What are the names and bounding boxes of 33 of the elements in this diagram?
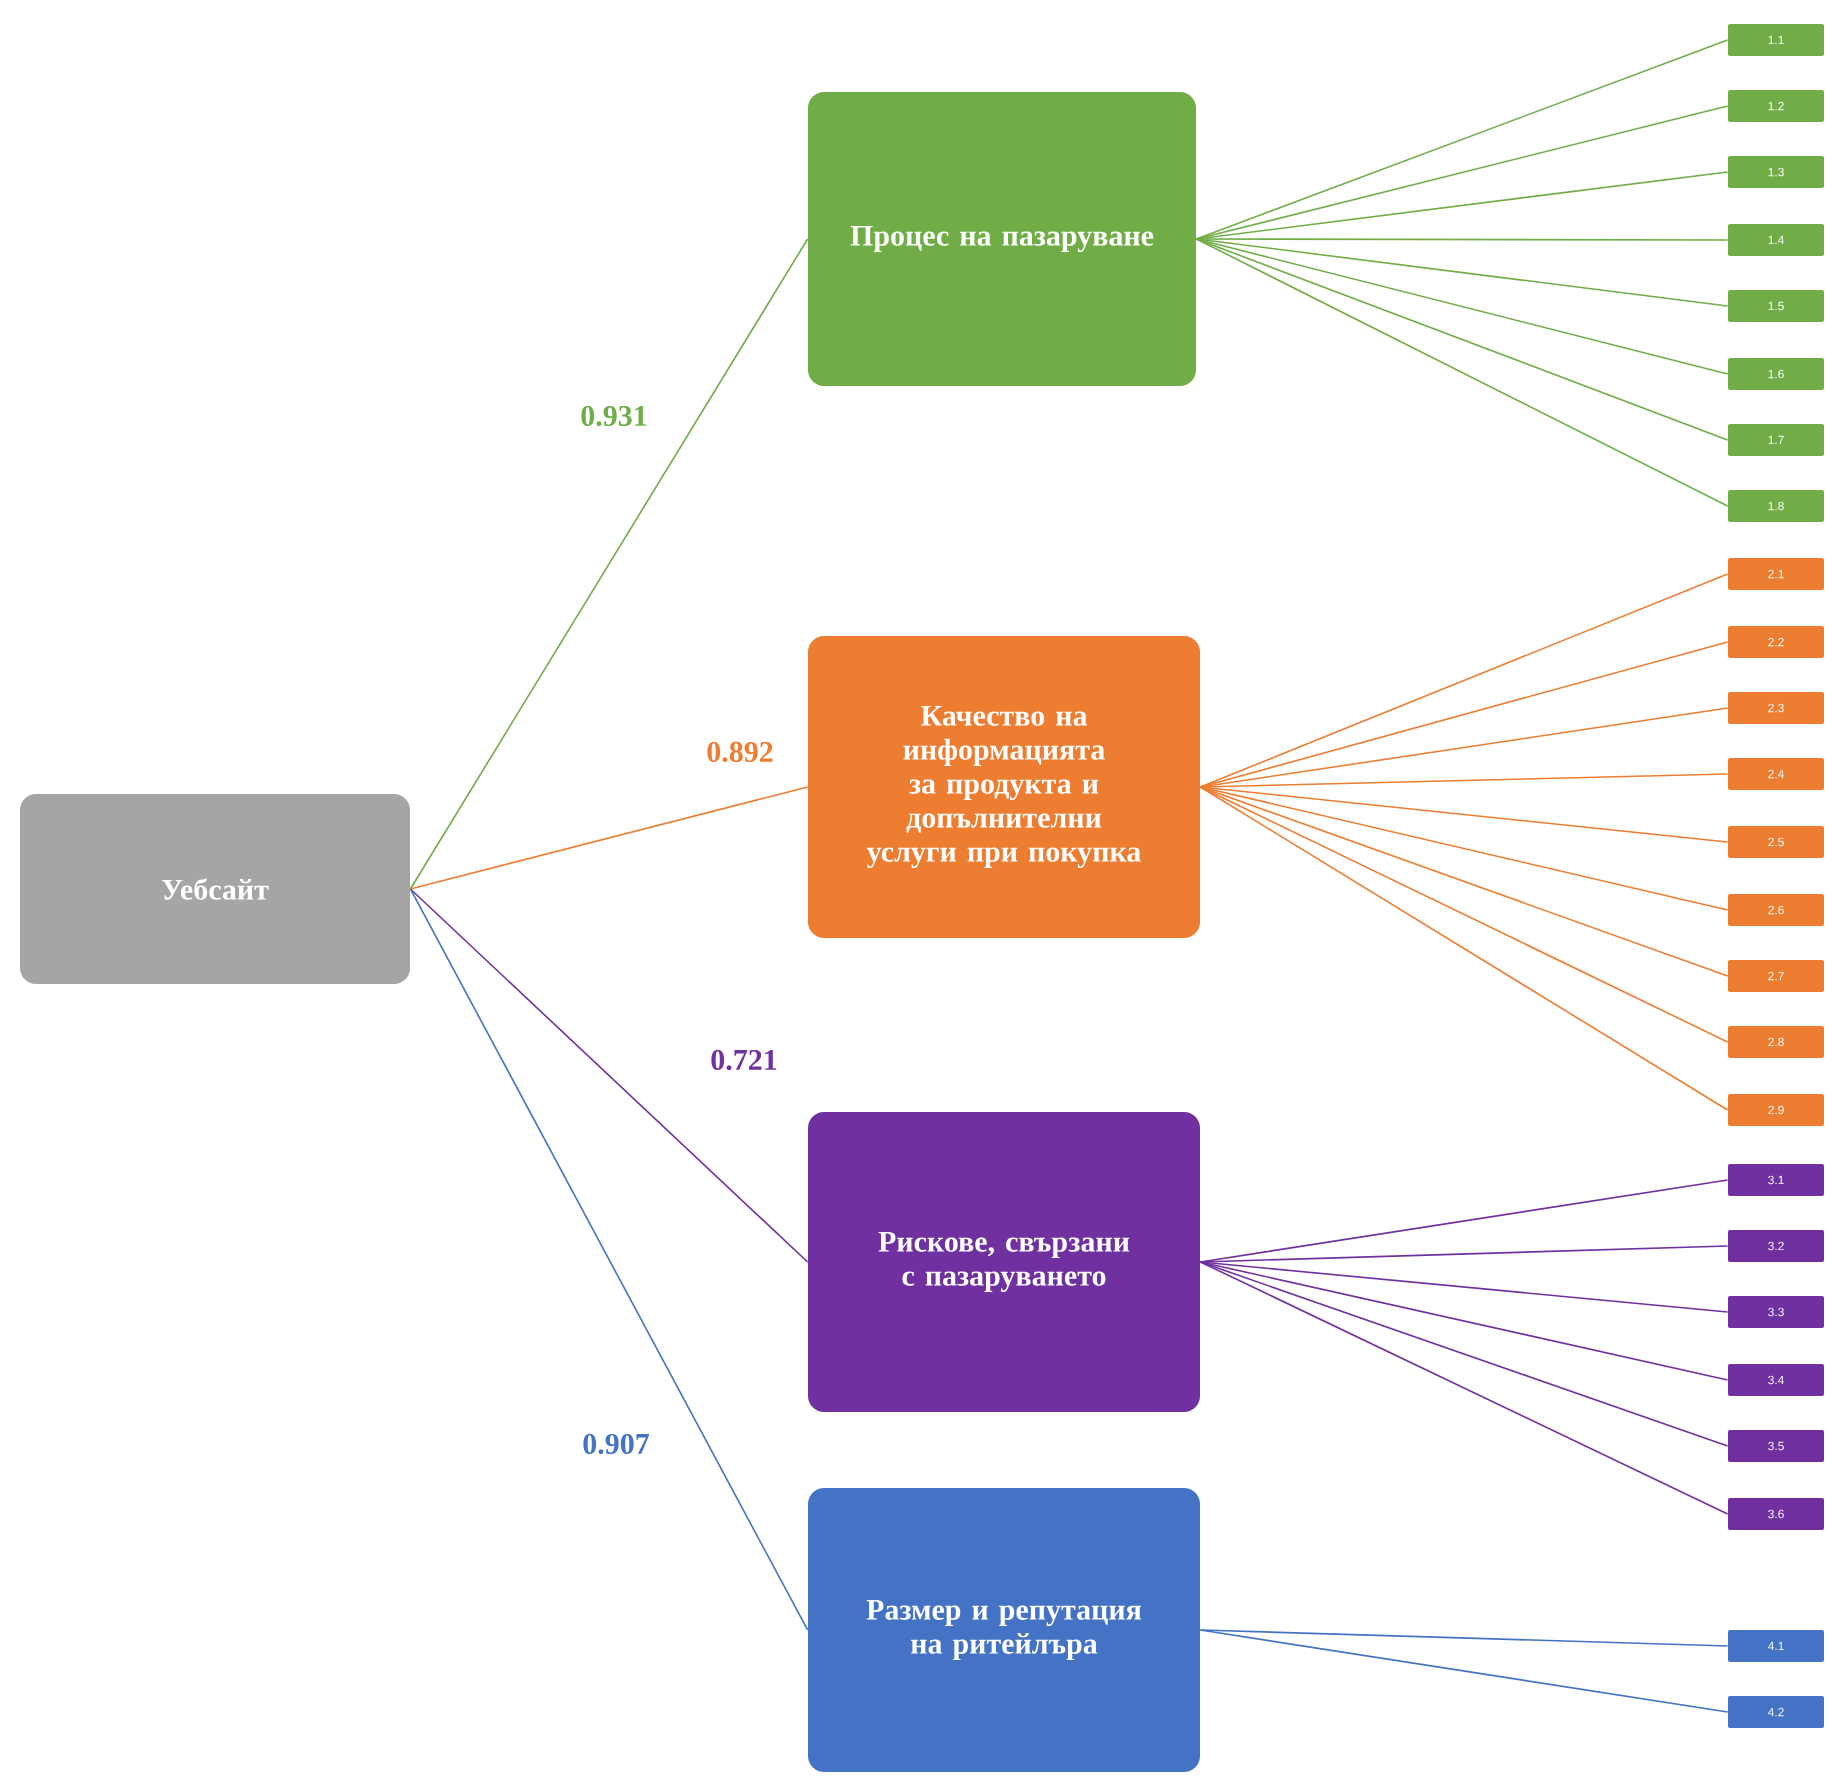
- connector-line: [409, 888, 809, 1631]
- connector-line: [1199, 573, 1729, 788]
- connector-line: [1195, 105, 1729, 240]
- connector-line: [409, 888, 809, 1263]
- edge-label: 0.907: [580, 1431, 652, 1457]
- connector-line: [1199, 1245, 1729, 1263]
- connector-line: [1199, 1179, 1729, 1263]
- connector-line: [1199, 707, 1729, 788]
- connector-line: [1199, 786, 1729, 843]
- connector-line: [1195, 238, 1729, 375]
- connector-line: [1199, 1261, 1729, 1515]
- connector-line: [1199, 786, 1729, 1043]
- category-box: Процес на пазаруване: [808, 92, 1196, 386]
- category-box: Размер и репутация на ритейлъра: [808, 1488, 1200, 1772]
- connector-line: [1195, 238, 1729, 507]
- connector-line: [1195, 238, 1729, 441]
- edge-label: 0.721: [708, 1047, 780, 1073]
- root-box: Уебсайт: [20, 794, 410, 984]
- connector-line: [1199, 641, 1729, 788]
- connector-line: [1199, 1261, 1729, 1447]
- connector-line: [1195, 39, 1729, 240]
- edge-label: 0.931: [578, 403, 650, 429]
- connector-line: [1199, 1629, 1729, 1713]
- connector-line: [1199, 786, 1729, 1111]
- category-box: Качество на информацията за продукта и допълнителни услуги при покупка: [808, 636, 1200, 938]
- edge-label: 0.892: [704, 739, 776, 765]
- connector-line: [409, 786, 809, 890]
- connector-line: [409, 238, 809, 890]
- category-box: Рискове, свързани с пазаруването: [808, 1112, 1200, 1412]
- connector-line: [1199, 1261, 1729, 1313]
- connector-line: [1199, 1629, 1729, 1647]
- connector-line: [1199, 786, 1729, 977]
- connector-line: [1195, 238, 1729, 307]
